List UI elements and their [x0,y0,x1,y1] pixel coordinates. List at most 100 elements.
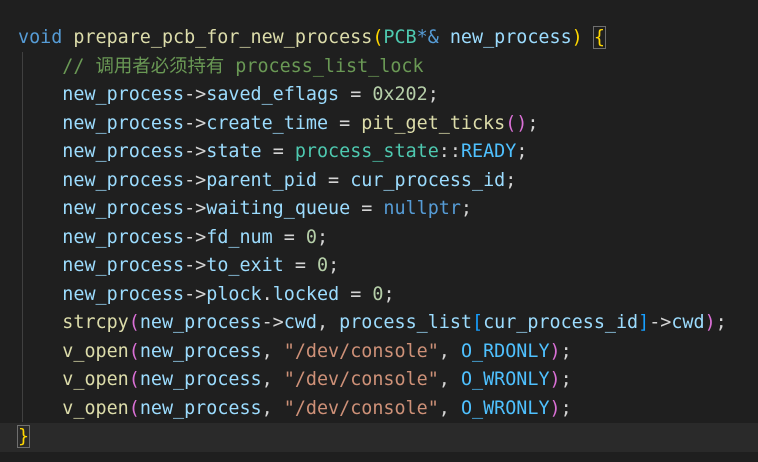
code-token: ; [560,340,572,362]
code-token: = [339,283,373,305]
code-token: . [261,283,273,305]
code-token [18,198,62,219]
code-token: void [18,27,63,48]
code-line-content: new_process->saved_eflags = 0x202; [18,81,439,110]
code-token: new_process [139,312,262,333]
code-token [18,113,62,134]
code-token [18,341,62,362]
code-token: v_open [62,340,129,362]
code-token: O_WRONLY [460,369,550,390]
code-token: locked [272,283,340,305]
code-token: state [206,141,262,162]
code-token: ) [549,369,561,390]
code-token: new_process [62,84,185,105]
code-token: O_RDONLY [460,340,550,362]
code-token: ) [571,27,583,48]
code-token: strcpy [62,312,129,333]
code-token: ; [560,397,572,419]
code-line[interactable]: new_process->fd_num = 0; [0,224,758,253]
code-token: pit_get_ticks [361,112,506,134]
code-token: new_process [62,255,185,276]
code-token: () [505,112,528,134]
code-token: -> [184,198,207,219]
code-token: ( [128,312,140,333]
code-token: ) [549,340,561,362]
code-token: new_process [62,141,185,162]
code-token: ; [527,112,539,134]
code-token: = [339,84,373,105]
code-line[interactable]: } [0,423,758,452]
code-token: ( [128,397,140,419]
code-token [18,255,62,276]
code-line[interactable]: strcpy(new_process->cwd, process_list[cu… [0,309,758,338]
code-line[interactable]: new_process->to_exit = 0; [0,252,758,281]
code-line-content: strcpy(new_process->cwd, process_list[cu… [18,309,727,338]
code-line[interactable]: new_process->create_time = pit_get_ticks… [0,110,758,139]
code-line[interactable]: new_process->parent_pid = cur_process_id… [0,167,758,196]
code-token: // 调用者必须持有 process_list_lock [18,55,424,77]
code-token: ] [638,312,650,333]
code-token: ; [516,141,528,162]
code-line[interactable]: new_process->plock.locked = 0; [0,281,758,310]
code-token: new_process [62,226,185,248]
code-line[interactable]: new_process->saved_eflags = 0x202; [0,81,758,110]
code-token: new_process [62,198,185,219]
code-token: = [328,112,362,134]
code-token: parent_pid [206,169,317,191]
code-line[interactable]: new_process->waiting_queue = nullptr; [0,195,758,224]
code-token: v_open [62,397,129,419]
code-token: waiting_queue [206,198,351,219]
code-line-content: new_process->plock.locked = 0; [18,281,395,310]
code-token: cwd [283,312,317,333]
code-token: to_exit [206,255,284,276]
code-token: 0 [305,226,317,248]
code-line[interactable]: new_process->state = process_state::READ… [0,138,758,167]
code-token: v_open [62,369,129,390]
code-token: [ [472,312,484,333]
code-token: ( [372,27,384,48]
code-token: = [272,226,306,248]
code-line[interactable]: v_open(new_process, "/dev/console", O_WR… [0,395,758,424]
code-line[interactable]: // 调用者必须持有 process_list_lock [0,53,758,82]
code-token [18,312,62,333]
code-token: ; [383,283,395,305]
code-token: -> [261,312,284,333]
code-line-content: new_process->parent_pid = cur_process_id… [18,167,516,196]
code-token: ; [460,198,472,219]
code-line-content: new_process->state = process_state::READ… [18,138,527,167]
code-token [18,284,62,305]
code-token [18,170,62,191]
code-token: PCB [383,27,417,48]
code-token: "/dev/console" [283,340,439,362]
code-token: 0 [316,255,329,276]
code-token: , [438,340,461,362]
code-token: prepare_pcb_for_new_process [73,27,373,48]
code-token: -> [184,141,207,162]
code-token: 0 [372,283,384,305]
code-token: new_process [139,369,262,390]
code-token: ; [560,369,572,390]
code-token: = [261,141,295,162]
code-token: ; [715,312,727,333]
code-token: new_process [139,340,262,362]
code-token: new_process [62,169,185,191]
code-token: "/dev/console" [283,397,439,419]
code-token: , [261,340,284,362]
code-token: create_time [206,112,329,134]
code-line[interactable]: v_open(new_process, "/dev/console", O_RD… [0,338,758,367]
code-token: saved_eflags [206,84,340,105]
code-token: , [316,312,340,333]
code-token: -> [184,255,207,276]
code-token [18,369,62,390]
code-line[interactable]: v_open(new_process, "/dev/console", O_WR… [0,366,758,395]
code-token: new_process [62,283,185,305]
code-token: ; [328,255,340,276]
code-line-content: } [16,423,31,452]
code-line[interactable]: void prepare_pcb_for_new_process(PCB*& n… [0,24,758,53]
indent-guide [22,52,23,422]
code-token: fd_num [206,226,273,248]
code-token: ; [316,226,329,248]
code-token: -> [649,312,672,333]
code-line-content: v_open(new_process, "/dev/console", O_RD… [18,338,572,367]
